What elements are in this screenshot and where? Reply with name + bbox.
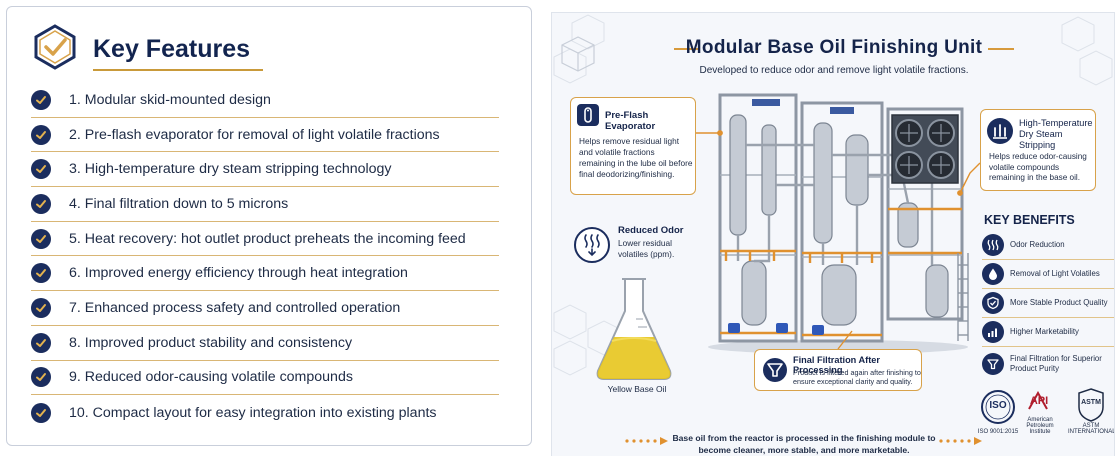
flask-yellow-base-oil-icon bbox=[596, 278, 672, 380]
evaporator-icon bbox=[577, 104, 599, 126]
reduced-odor-title: Reduced Odor bbox=[618, 225, 684, 236]
feature-item: 9. Reduced odor-causing volatile compoun… bbox=[31, 361, 499, 396]
feature-item: 1. Modular skid-mounted design bbox=[31, 83, 499, 118]
reduced-odor-icon bbox=[574, 227, 610, 263]
benefit-text: Higher Marketability bbox=[1010, 327, 1079, 336]
callout-body: Helps remove residual light and volatile… bbox=[579, 136, 693, 179]
title-accent-line bbox=[988, 48, 1014, 50]
shield-check-icon bbox=[982, 292, 1004, 314]
api-mark: API bbox=[1029, 395, 1049, 407]
finishing-unit-infographic: Modular Base Oil Finishing Unit Develope… bbox=[551, 12, 1115, 456]
benefit-item: Removal of Light Volatiles bbox=[982, 260, 1114, 289]
certification-logos: ISO ISO 9001:2015 API American Petroleum… bbox=[972, 385, 1115, 445]
feature-item: 2. Pre-flash evaporator for removal of l… bbox=[31, 118, 499, 153]
check-circle-icon bbox=[31, 89, 51, 110]
api-logo-icon bbox=[1028, 391, 1048, 410]
funnel-filter-icon bbox=[982, 353, 1004, 375]
bar-chart-up-icon bbox=[982, 321, 1004, 343]
api-caption: American Petroleum Institute bbox=[1026, 417, 1054, 435]
feature-text: 4. Final filtration down to 5 microns bbox=[69, 195, 289, 212]
feature-text: 1. Modular skid-mounted design bbox=[69, 91, 271, 108]
funnel-filter-icon bbox=[763, 358, 787, 382]
feature-text: 9. Reduced odor-causing volatile compoun… bbox=[69, 369, 353, 386]
astm-caption: ASTM INTERNATIONAL bbox=[1068, 423, 1115, 435]
benefit-item: Final Filtration for Superior Product Pu… bbox=[982, 347, 1114, 381]
callout-connector-lines bbox=[696, 130, 981, 350]
flask-label: Yellow Base Oil bbox=[607, 384, 667, 394]
check-circle-icon bbox=[31, 193, 51, 214]
check-circle-icon bbox=[31, 297, 51, 318]
benefit-text: More Stable Product Quality bbox=[1010, 298, 1108, 307]
cube-outline-icon bbox=[561, 36, 595, 72]
callout-body: Helps reduce odor-causing volatile compo… bbox=[989, 152, 1087, 182]
check-circle-icon bbox=[31, 159, 51, 180]
check-circle-icon bbox=[31, 124, 51, 145]
final-filtration-callout: Final Filtration After Processing Produc… bbox=[754, 349, 922, 391]
key-features-title: Key Features bbox=[93, 35, 251, 63]
feature-item: 10. Compact layout for easy integration … bbox=[31, 395, 499, 430]
check-badge-icon bbox=[34, 24, 76, 70]
title-underline bbox=[93, 69, 263, 71]
check-circle-icon bbox=[31, 263, 51, 284]
iso-logo-icon bbox=[981, 390, 1015, 424]
feature-text: 6. Improved energy efficiency through he… bbox=[69, 265, 408, 282]
callout-title: Pre-Flash Evaporator bbox=[605, 110, 656, 132]
check-circle-icon bbox=[31, 228, 51, 249]
feature-item: 4. Final filtration down to 5 microns bbox=[31, 187, 499, 222]
benefit-text: Odor Reduction bbox=[1010, 240, 1065, 249]
infographic-subtitle: Developed to reduce odor and remove ligh… bbox=[699, 65, 969, 76]
feature-item: 6. Improved energy efficiency through he… bbox=[31, 256, 499, 292]
benefit-text: Removal of Light Volatiles bbox=[1010, 269, 1100, 278]
title-accent-line bbox=[674, 48, 700, 50]
key-benefits-title: KEY BENEFITS bbox=[984, 213, 1075, 227]
feature-text: 2. Pre-flash evaporator for removal of l… bbox=[69, 126, 440, 143]
check-circle-icon bbox=[31, 402, 51, 423]
feature-text: 8. Improved product stability and consis… bbox=[69, 334, 353, 351]
reduced-odor-body: Lower residual volatiles (ppm). bbox=[618, 238, 675, 259]
feature-item: 8. Improved product stability and consis… bbox=[31, 326, 499, 361]
feature-text: 3. High-temperature dry steam stripping … bbox=[69, 161, 392, 178]
feature-text: 7. Enhanced process safety and controlle… bbox=[69, 299, 401, 316]
steam-stripping-icon bbox=[987, 118, 1013, 144]
astm-mark: ASTM bbox=[1081, 399, 1101, 406]
dotted-arrow-right-icon bbox=[625, 437, 668, 445]
feature-text: 10. Compact layout for easy integration … bbox=[69, 404, 437, 421]
check-circle-icon bbox=[31, 367, 51, 388]
infographic-title: Modular Base Oil Finishing Unit bbox=[685, 37, 983, 58]
check-circle-icon bbox=[31, 332, 51, 353]
feature-item: 7. Enhanced process safety and controlle… bbox=[31, 291, 499, 326]
odor-waves-icon bbox=[982, 234, 1004, 256]
dotted-arrow-right-icon bbox=[939, 437, 982, 445]
benefit-item: Odor Reduction bbox=[982, 231, 1114, 260]
feature-item: 3. High-temperature dry steam stripping … bbox=[31, 152, 499, 188]
astm-logo-icon bbox=[1078, 388, 1104, 422]
droplet-icon bbox=[982, 263, 1004, 285]
benefit-item: More Stable Product Quality bbox=[982, 289, 1114, 318]
callout-body: Product is filtered again after finishin… bbox=[793, 368, 921, 386]
steam-stripping-callout: High-Temperature Dry Steam Stripping Hel… bbox=[980, 109, 1096, 191]
pre-flash-evaporator-callout: Pre-Flash Evaporator Helps remove residu… bbox=[570, 97, 696, 195]
iso-mark: ISO bbox=[989, 400, 1007, 411]
feature-text: 5. Heat recovery: hot outlet product pre… bbox=[69, 230, 466, 247]
benefit-text: Final Filtration for Superior Product Pu… bbox=[1010, 354, 1102, 373]
callout-title: High-Temperature Dry Steam Stripping bbox=[1019, 118, 1093, 150]
feature-item: 5. Heat recovery: hot outlet product pre… bbox=[31, 222, 499, 257]
callout-title: Final Filtration After Processing bbox=[793, 355, 880, 375]
benefit-item: Higher Marketability bbox=[982, 318, 1114, 347]
iso-caption: ISO 9001:2015 bbox=[977, 429, 1019, 435]
process-summary-note: Base oil from the reactor is processed i… bbox=[672, 433, 936, 455]
key-benefits-list: Odor Reduction Removal of Light Volatile… bbox=[982, 231, 1114, 381]
features-list: 1. Modular skid-mounted design 2. Pre-fl… bbox=[31, 83, 499, 430]
hexagon-pattern-decoration bbox=[553, 14, 1113, 376]
key-features-panel: Key Features 1. Modular skid-mounted des… bbox=[6, 6, 532, 446]
